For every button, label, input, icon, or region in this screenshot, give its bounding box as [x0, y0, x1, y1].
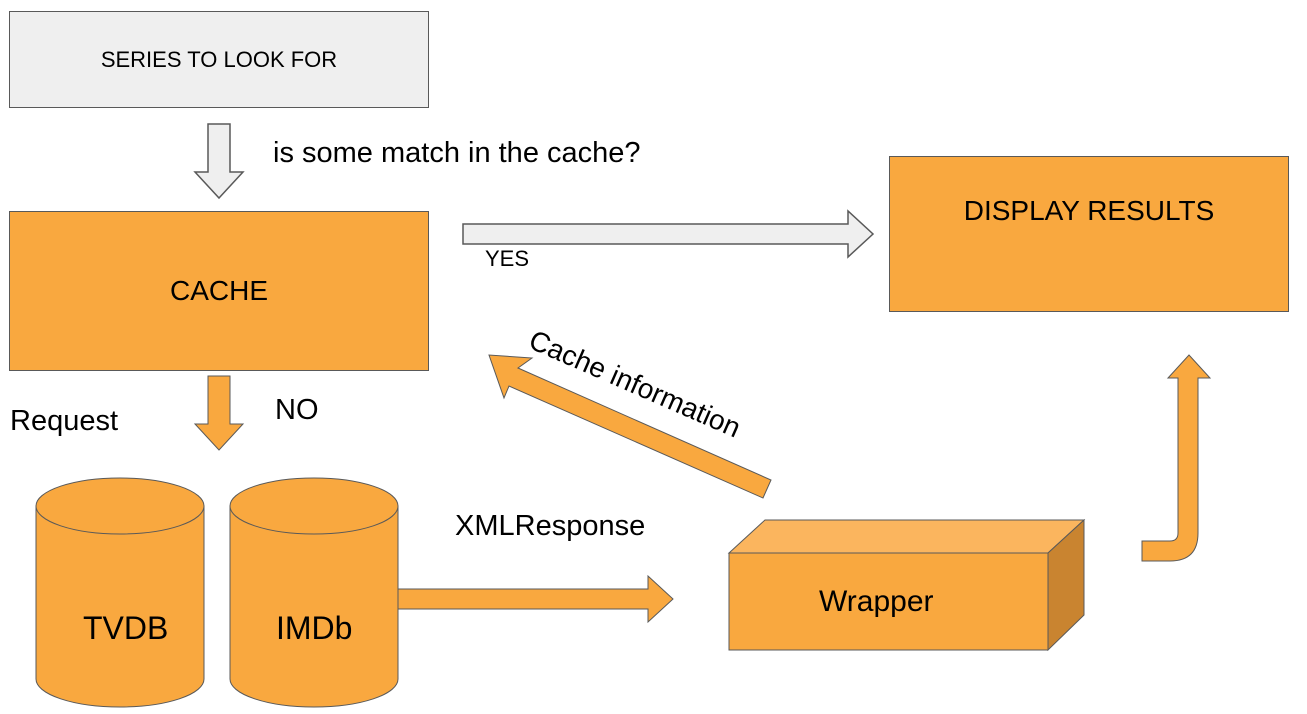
cache-box-label: CACHE [169, 275, 268, 306]
arrow-no-to-databases [193, 375, 245, 451]
label-no: NO [275, 394, 319, 426]
label-request: Request [10, 405, 119, 437]
imdb-label: IMDb [276, 610, 353, 646]
label-match-question: is some match in the cache? [273, 137, 641, 169]
arrow-series-to-cache [193, 123, 245, 200]
arrow-wrapper-to-display [1141, 354, 1212, 562]
series-input-box: SERIES TO LOOK FOR [9, 11, 429, 108]
imdb-cylinder [229, 477, 399, 708]
arrow-yes-to-display [462, 209, 875, 259]
tvdb-cylinder [35, 477, 205, 708]
wrapper-label: Wrapper [819, 585, 934, 618]
display-results-label: DISPLAY RESULTS [963, 195, 1215, 226]
tvdb-label: TVDB [83, 610, 169, 646]
series-box-label: SERIES TO LOOK FOR [100, 46, 338, 72]
arrow-cache-information [488, 354, 772, 499]
cache-box: CACHE [9, 211, 429, 371]
label-yes: YES [485, 246, 530, 271]
arrow-xml-response [397, 574, 674, 624]
display-results-box: DISPLAY RESULTS [889, 156, 1289, 312]
label-xml-response: XMLResponse [455, 510, 646, 542]
wrapper-box-shape [727, 518, 1086, 652]
